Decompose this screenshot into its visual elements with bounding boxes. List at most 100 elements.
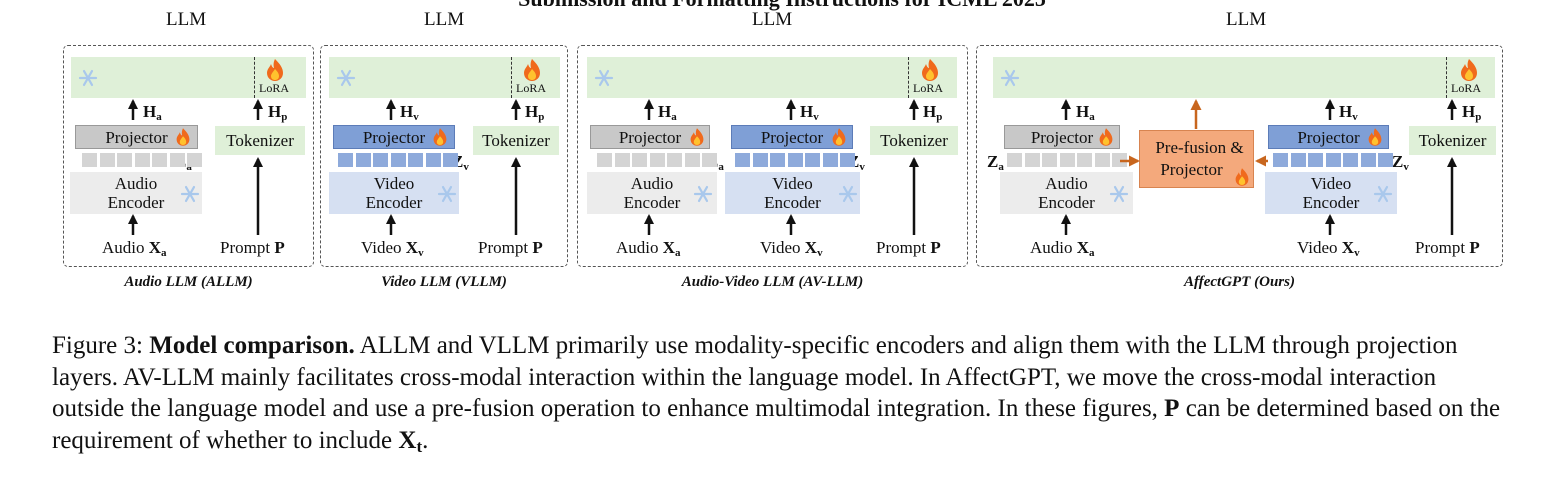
- video-token-cell: [425, 153, 441, 167]
- audio-token-cell: [1059, 153, 1075, 167]
- audio-token-cell: [667, 153, 682, 167]
- panel-affectgpt: [976, 45, 1503, 267]
- audio-token-cell: [134, 153, 150, 167]
- hidden-prompt-label: Hp: [923, 102, 943, 123]
- audio-token-cell: [117, 153, 132, 167]
- audio-token-label: Za: [987, 152, 1004, 173]
- flame-icon: [832, 128, 846, 146]
- video-token-label: Zv: [1392, 152, 1409, 173]
- prompt-input-label: Prompt P: [1415, 238, 1480, 257]
- snowflake-icon: [838, 185, 858, 203]
- audio-token-cell: [1007, 153, 1022, 167]
- snowflake-icon: [1373, 185, 1393, 203]
- video-token-cell: [822, 153, 838, 167]
- pre-fusion-projector: Pre-fusion &Projector: [1139, 130, 1254, 188]
- audio-token-cell: [649, 153, 665, 167]
- snowflake-icon: [180, 185, 200, 203]
- flame-icon: [690, 128, 704, 146]
- flame-icon: [433, 128, 447, 146]
- lora-divider: [511, 57, 512, 98]
- hidden-video-label: Hv: [1339, 102, 1358, 123]
- audio-token-cell: [1094, 153, 1110, 167]
- caption-mid: can be determined based on the requireme…: [52, 395, 1501, 454]
- snowflake-icon: [1000, 69, 1020, 87]
- figure-caption: Figure 3: Model comparison. ALLM and VLL…: [52, 330, 1512, 462]
- audio-token-cell: [187, 153, 202, 167]
- video-token-cell: [1325, 153, 1341, 167]
- panel-allm: [63, 45, 314, 267]
- video-token-cell: [408, 153, 423, 167]
- audio-token-cell: [597, 153, 612, 167]
- video-token-cell: [1273, 153, 1288, 167]
- flame-icon: [524, 59, 540, 81]
- lora-divider: [1446, 57, 1447, 98]
- snowflake-icon: [1109, 185, 1129, 203]
- flame-icon: [922, 59, 938, 81]
- video-token-cell: [1378, 153, 1393, 167]
- llm-block: [587, 57, 957, 98]
- lora-divider: [908, 57, 909, 98]
- video-projector: Projector: [1268, 125, 1389, 149]
- video-token-cell: [443, 153, 458, 167]
- lora-label: LoRA: [259, 81, 289, 95]
- snowflake-icon: [693, 185, 713, 203]
- prompt-input-label: Prompt P: [478, 238, 543, 257]
- video-token-cell: [805, 153, 820, 167]
- audio-input-label: Audio Xa: [616, 238, 681, 259]
- lora-label: LoRA: [1451, 81, 1481, 95]
- flame-icon: [267, 59, 283, 81]
- tokenizer: Tokenizer: [215, 126, 305, 155]
- llm-label: LLM: [424, 9, 465, 30]
- panel-vllm: [320, 45, 568, 267]
- caption-prefix: Figure 3:: [52, 332, 150, 359]
- audio-token-cell: [1024, 153, 1040, 167]
- video-token-cell: [338, 153, 353, 167]
- video-token-cell: [1343, 153, 1358, 167]
- flame-icon: [1368, 128, 1382, 146]
- panel-avllm: [577, 45, 968, 267]
- video-input-label: Video Xv: [1297, 238, 1360, 259]
- lora-label: LoRA: [516, 81, 546, 95]
- hidden-video-label: Hv: [400, 102, 419, 123]
- video-token-cell: [1308, 153, 1323, 167]
- hidden-audio-label: Ha: [1076, 102, 1095, 123]
- video-token-cell: [787, 153, 803, 167]
- video-token-cell: [1290, 153, 1306, 167]
- caption-bold: Model comparison.: [149, 332, 355, 359]
- prompt-input-label: Prompt P: [876, 238, 941, 257]
- video-token-cell: [770, 153, 785, 167]
- panel-caption-affectgpt: AffectGPT (Ours): [1184, 274, 1295, 290]
- panel-caption-vllm: Video LLM (VLLM): [381, 274, 507, 290]
- video-token-cell: [373, 153, 388, 167]
- running-header: Submission and Formatting Instructions f…: [0, 0, 1564, 14]
- hidden-audio-label: Ha: [143, 102, 162, 123]
- audio-token-cell: [632, 153, 647, 167]
- video-token-cell: [752, 153, 768, 167]
- video-input-label: Video Xv: [760, 238, 823, 259]
- snowflake-icon: [437, 185, 457, 203]
- video-token-cell: [735, 153, 750, 167]
- audio-projector: Projector: [1004, 125, 1120, 149]
- video-token-cell: [1360, 153, 1376, 167]
- snowflake-icon: [336, 69, 356, 87]
- audio-token-cell: [99, 153, 115, 167]
- hidden-video-label: Hv: [800, 102, 819, 123]
- flame-icon: [1099, 128, 1113, 146]
- hidden-audio-label: Ha: [658, 102, 677, 123]
- audio-token-cell: [82, 153, 97, 167]
- hidden-prompt-label: Hp: [268, 102, 288, 123]
- llm-block: [71, 57, 306, 98]
- caption-symbol-x: X: [398, 426, 417, 454]
- audio-token-cell: [684, 153, 700, 167]
- audio-token-cell: [152, 153, 167, 167]
- llm-block: [329, 57, 560, 98]
- llm-label: LLM: [1226, 9, 1267, 30]
- running-header-title: Submission and Formatting Instructions f…: [0, 0, 1564, 12]
- audio-projector: Projector: [75, 125, 198, 149]
- tokenizer: Tokenizer: [473, 126, 559, 155]
- llm-block: [993, 57, 1495, 98]
